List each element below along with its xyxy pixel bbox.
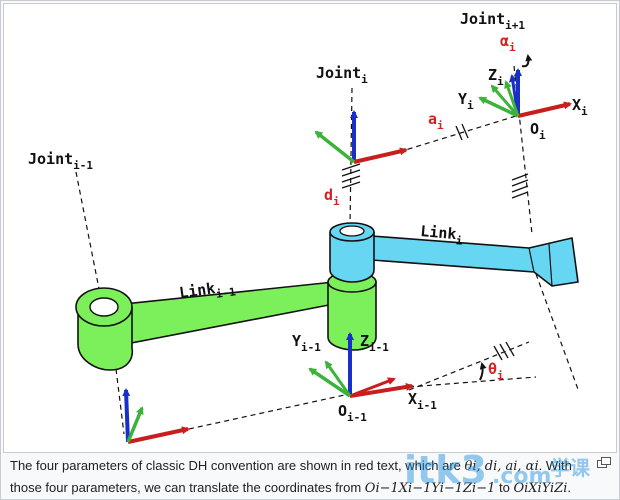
z-i-label: Zi (488, 66, 504, 88)
caption-line2-end: . (567, 480, 572, 495)
x-prev-axis-2 (349, 377, 396, 398)
caption-params-math: θi, di, ai, αi (464, 459, 539, 474)
link-prev-shape (75, 271, 377, 371)
caption-line2-mid: to (495, 480, 514, 495)
tick-marks (341, 123, 529, 361)
frame-i-axes (478, 68, 572, 118)
theta-arc (479, 362, 487, 381)
figure-caption: The four parameters of classic DH conven… (10, 455, 602, 499)
caption-line1-start: The four parameters of classic DH conven… (10, 458, 465, 473)
alpha-label: αi (500, 32, 516, 54)
link-prev-label: Linki-1 (178, 276, 237, 306)
dh-diagram: Jointi-1 Jointi Jointi+1 Linki-1 Linki α… (3, 3, 617, 453)
y-i-axis-3 (504, 80, 520, 117)
theta-label: θi (488, 360, 504, 382)
x-i-projection (408, 341, 530, 391)
caption-line1-end: . With (538, 458, 572, 473)
frame-joint-i-axes (314, 110, 408, 164)
x-prev-axis (349, 383, 414, 398)
joint-prev-axis (75, 171, 101, 295)
joint-next-axis-lower (535, 273, 580, 393)
a-label: ai (428, 110, 444, 132)
svg-text:.com: .com (492, 464, 551, 489)
o-i-label: Oi (530, 120, 546, 142)
link-i-label: Linki (419, 222, 464, 248)
common-normal-prev (188, 393, 350, 430)
link-i-shape (371, 235, 579, 287)
joint-prev-label: Jointi-1 (28, 150, 93, 172)
y-prev-label: Yi-1 (292, 332, 321, 354)
svg-text:学课: 学课 (550, 456, 591, 480)
alpha-arc (521, 54, 533, 68)
joint-prev-axis-lower (115, 368, 125, 435)
common-normal-i (398, 115, 517, 153)
x-prev-extension (408, 376, 537, 388)
x-i-label: Xi (572, 96, 588, 118)
frame-base-axes (122, 388, 190, 444)
frame-prev-axes (308, 332, 414, 398)
y-i-label: Yi (458, 90, 474, 112)
x-i-axis (517, 101, 572, 118)
caption-to-math: OiXiYiZi (513, 481, 568, 496)
d-label: di (324, 186, 340, 208)
y-i-axis (478, 96, 519, 118)
dh-diagram-svg: Jointi-1 Jointi Jointi+1 Linki-1 Linki α… (28, 10, 588, 444)
x-prev-label: Xi-1 (408, 390, 437, 412)
joint-i-cylinder (329, 222, 375, 283)
y-prev-axis (308, 367, 351, 398)
o-prev-label: Oi-1 (338, 402, 367, 424)
y-prev-axis-2 (324, 360, 352, 397)
joint-i-label: Jointi (316, 64, 368, 86)
svg-text:itk3: itk3 (404, 448, 487, 492)
enlarge-icon[interactable] (597, 457, 611, 468)
z-prev-label: Zi-1 (360, 332, 389, 354)
watermark-logo: itk3 .com 学课 (404, 448, 591, 492)
caption-line2-start: those four parameters, we can translate … (10, 480, 365, 495)
y-i-axis-2 (490, 84, 520, 117)
caption-from-math: Oi−1Xi−1Yi−1Zi−1 (364, 481, 496, 496)
joint-next-label: Jointi+1 (460, 10, 525, 32)
